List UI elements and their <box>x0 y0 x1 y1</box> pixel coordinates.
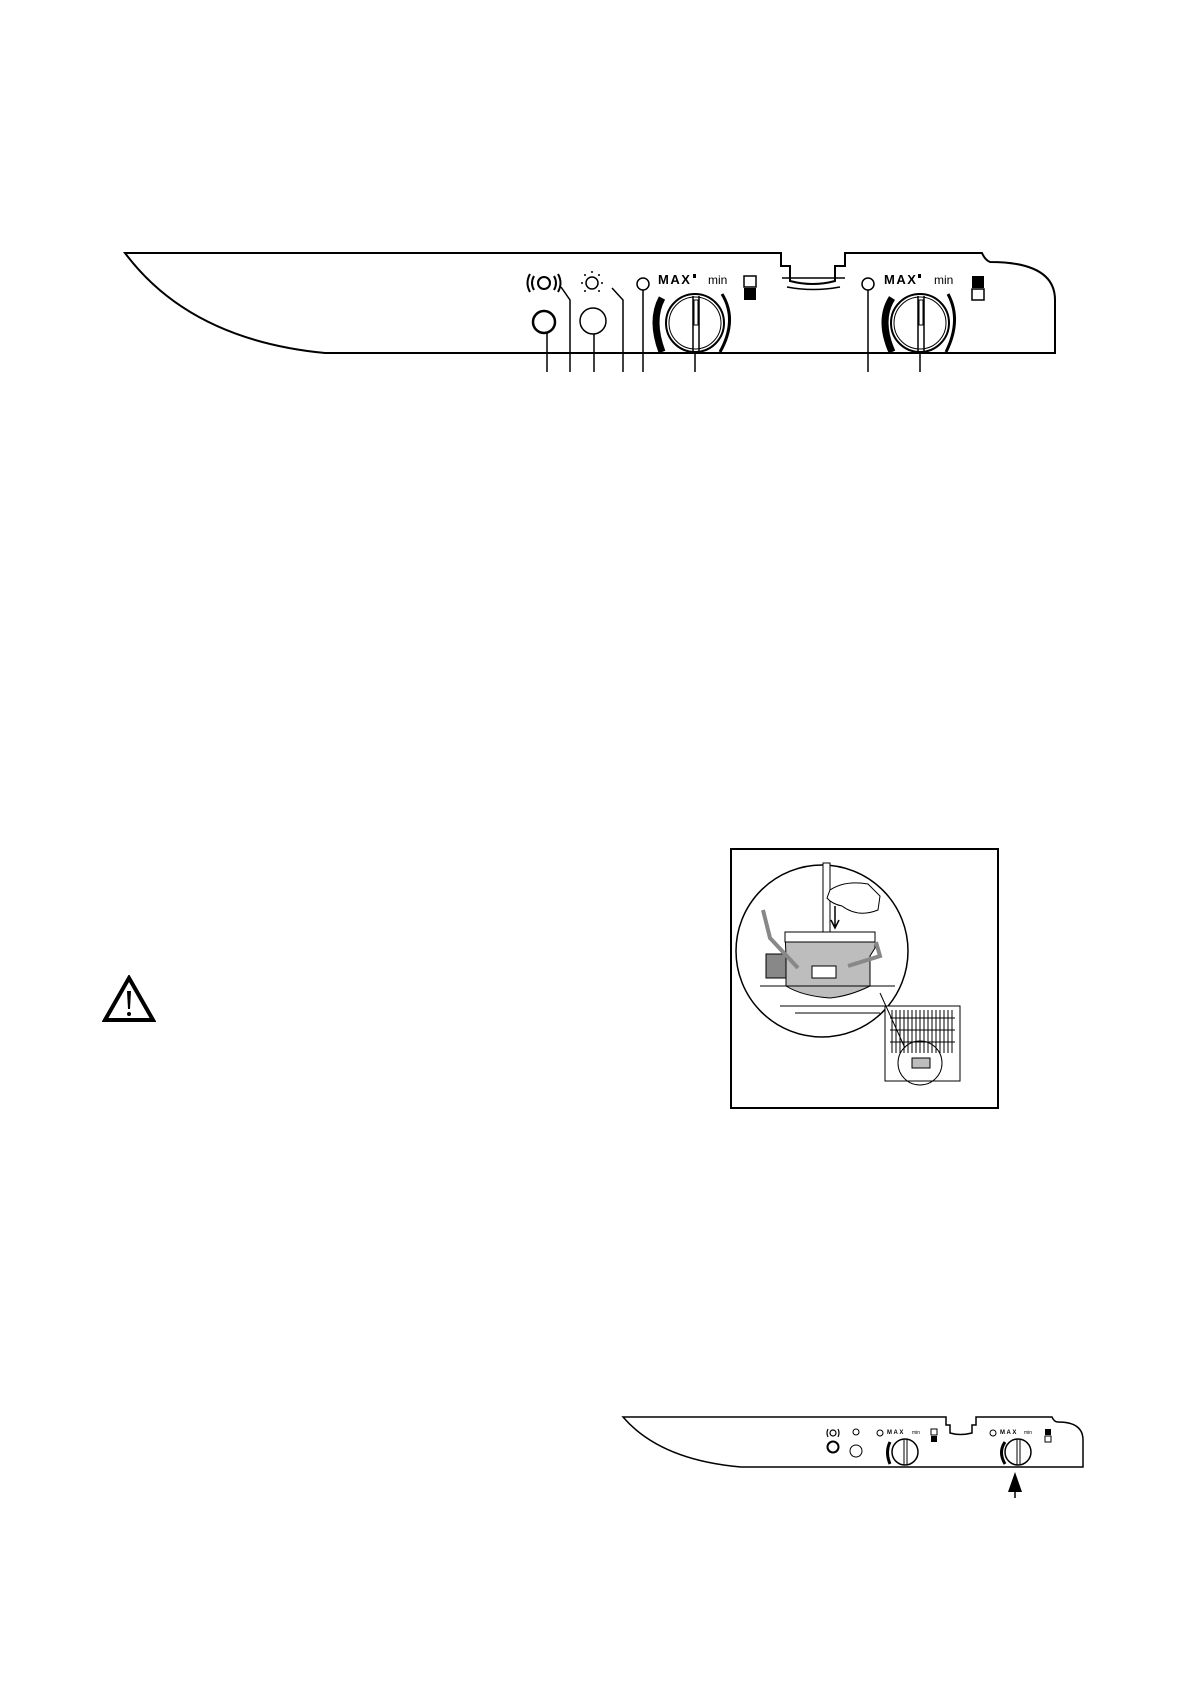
sound-waves-icon <box>826 1428 840 1438</box>
small-fridge-max-label: MAX <box>887 1430 905 1436</box>
indicator-light-icon <box>636 277 650 291</box>
freezer-dial-max-label: MAX <box>884 272 917 287</box>
fridge-dial-min-label: min <box>708 273 727 287</box>
freezer-dial-min-label: min <box>934 273 953 287</box>
light-button[interactable] <box>849 1444 863 1458</box>
fridge-dial-max-label: MAX <box>658 272 691 287</box>
control-panel-diagram-large: MAX min MAX min <box>0 0 1190 400</box>
warning-triangle-icon <box>101 973 157 1023</box>
small-freezer-max-label: MAX <box>1000 1430 1018 1436</box>
control-panel-diagram-small: MAX min MAX min <box>620 1400 1100 1530</box>
callout-lines <box>546 286 921 372</box>
compressor-illustration <box>730 848 1000 1110</box>
fridge-compartment-icon <box>743 275 757 300</box>
sound-waves-icon <box>526 273 562 293</box>
small-freezer-min-label: min <box>1024 1430 1032 1436</box>
small-fridge-min-label: min <box>912 1430 920 1436</box>
small-fridge-dial[interactable] <box>886 1438 919 1466</box>
panel-outline <box>123 252 1056 354</box>
light-bulb-icon <box>852 1428 860 1436</box>
freezer-thermostat-dial[interactable] <box>881 293 956 354</box>
alarm-reset-button[interactable] <box>826 1440 840 1454</box>
small-freezer-dial[interactable] <box>1000 1438 1032 1466</box>
fridge-thermostat-dial[interactable] <box>652 293 732 354</box>
indicator-light-icon <box>861 277 875 291</box>
up-arrow-icon <box>1008 1472 1022 1498</box>
alarm-reset-button[interactable] <box>531 309 557 335</box>
light-bulb-icon <box>581 271 603 292</box>
light-button[interactable] <box>579 307 607 335</box>
freezer-compartment-icon <box>971 276 985 301</box>
